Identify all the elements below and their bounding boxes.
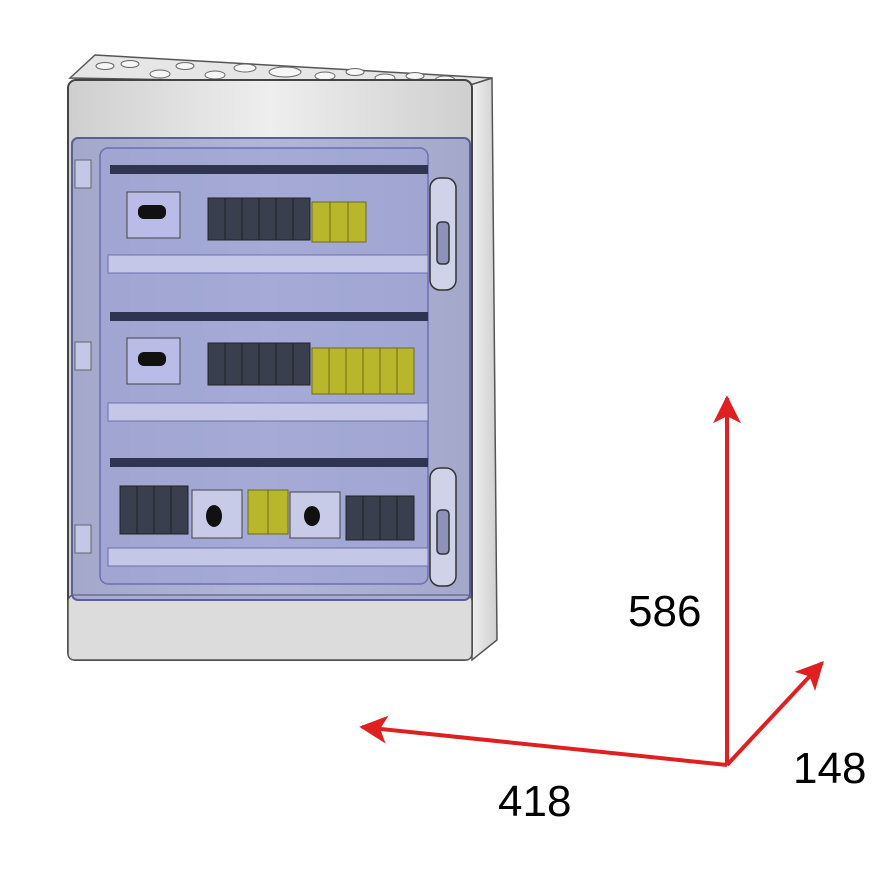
dimension-arrows (359, 395, 824, 767)
width-arrow (359, 715, 728, 767)
breaker-bank-2 (207, 342, 311, 386)
surge-protector-2 (311, 347, 415, 395)
switch-knob (138, 352, 166, 366)
surge-protector-3 (247, 489, 289, 535)
door-hinges (74, 159, 92, 554)
enclosure-bottom-bezel (67, 594, 473, 661)
height-dimension-label: 586 (628, 587, 701, 636)
breaker-bank-1 (207, 197, 311, 241)
row-3-components (119, 485, 415, 541)
din-rails (107, 254, 429, 567)
switch-knob (304, 506, 320, 526)
row-2-components (126, 337, 415, 395)
switch-knob (206, 505, 222, 527)
surge-protector-1 (311, 201, 367, 243)
depth-arrow (725, 660, 824, 767)
distribution-enclosure (67, 54, 498, 662)
breaker-bank-3-right (345, 495, 415, 541)
width-dimension-label: 418 (498, 777, 571, 826)
switch-knob (138, 205, 166, 219)
depth-dimension-label: 148 (793, 744, 866, 793)
rail-top-bars (110, 165, 428, 467)
enclosure-side-face (469, 76, 498, 662)
breaker-bank-3-left (119, 485, 189, 535)
door-latches (429, 177, 457, 587)
row-1-components (126, 191, 367, 243)
